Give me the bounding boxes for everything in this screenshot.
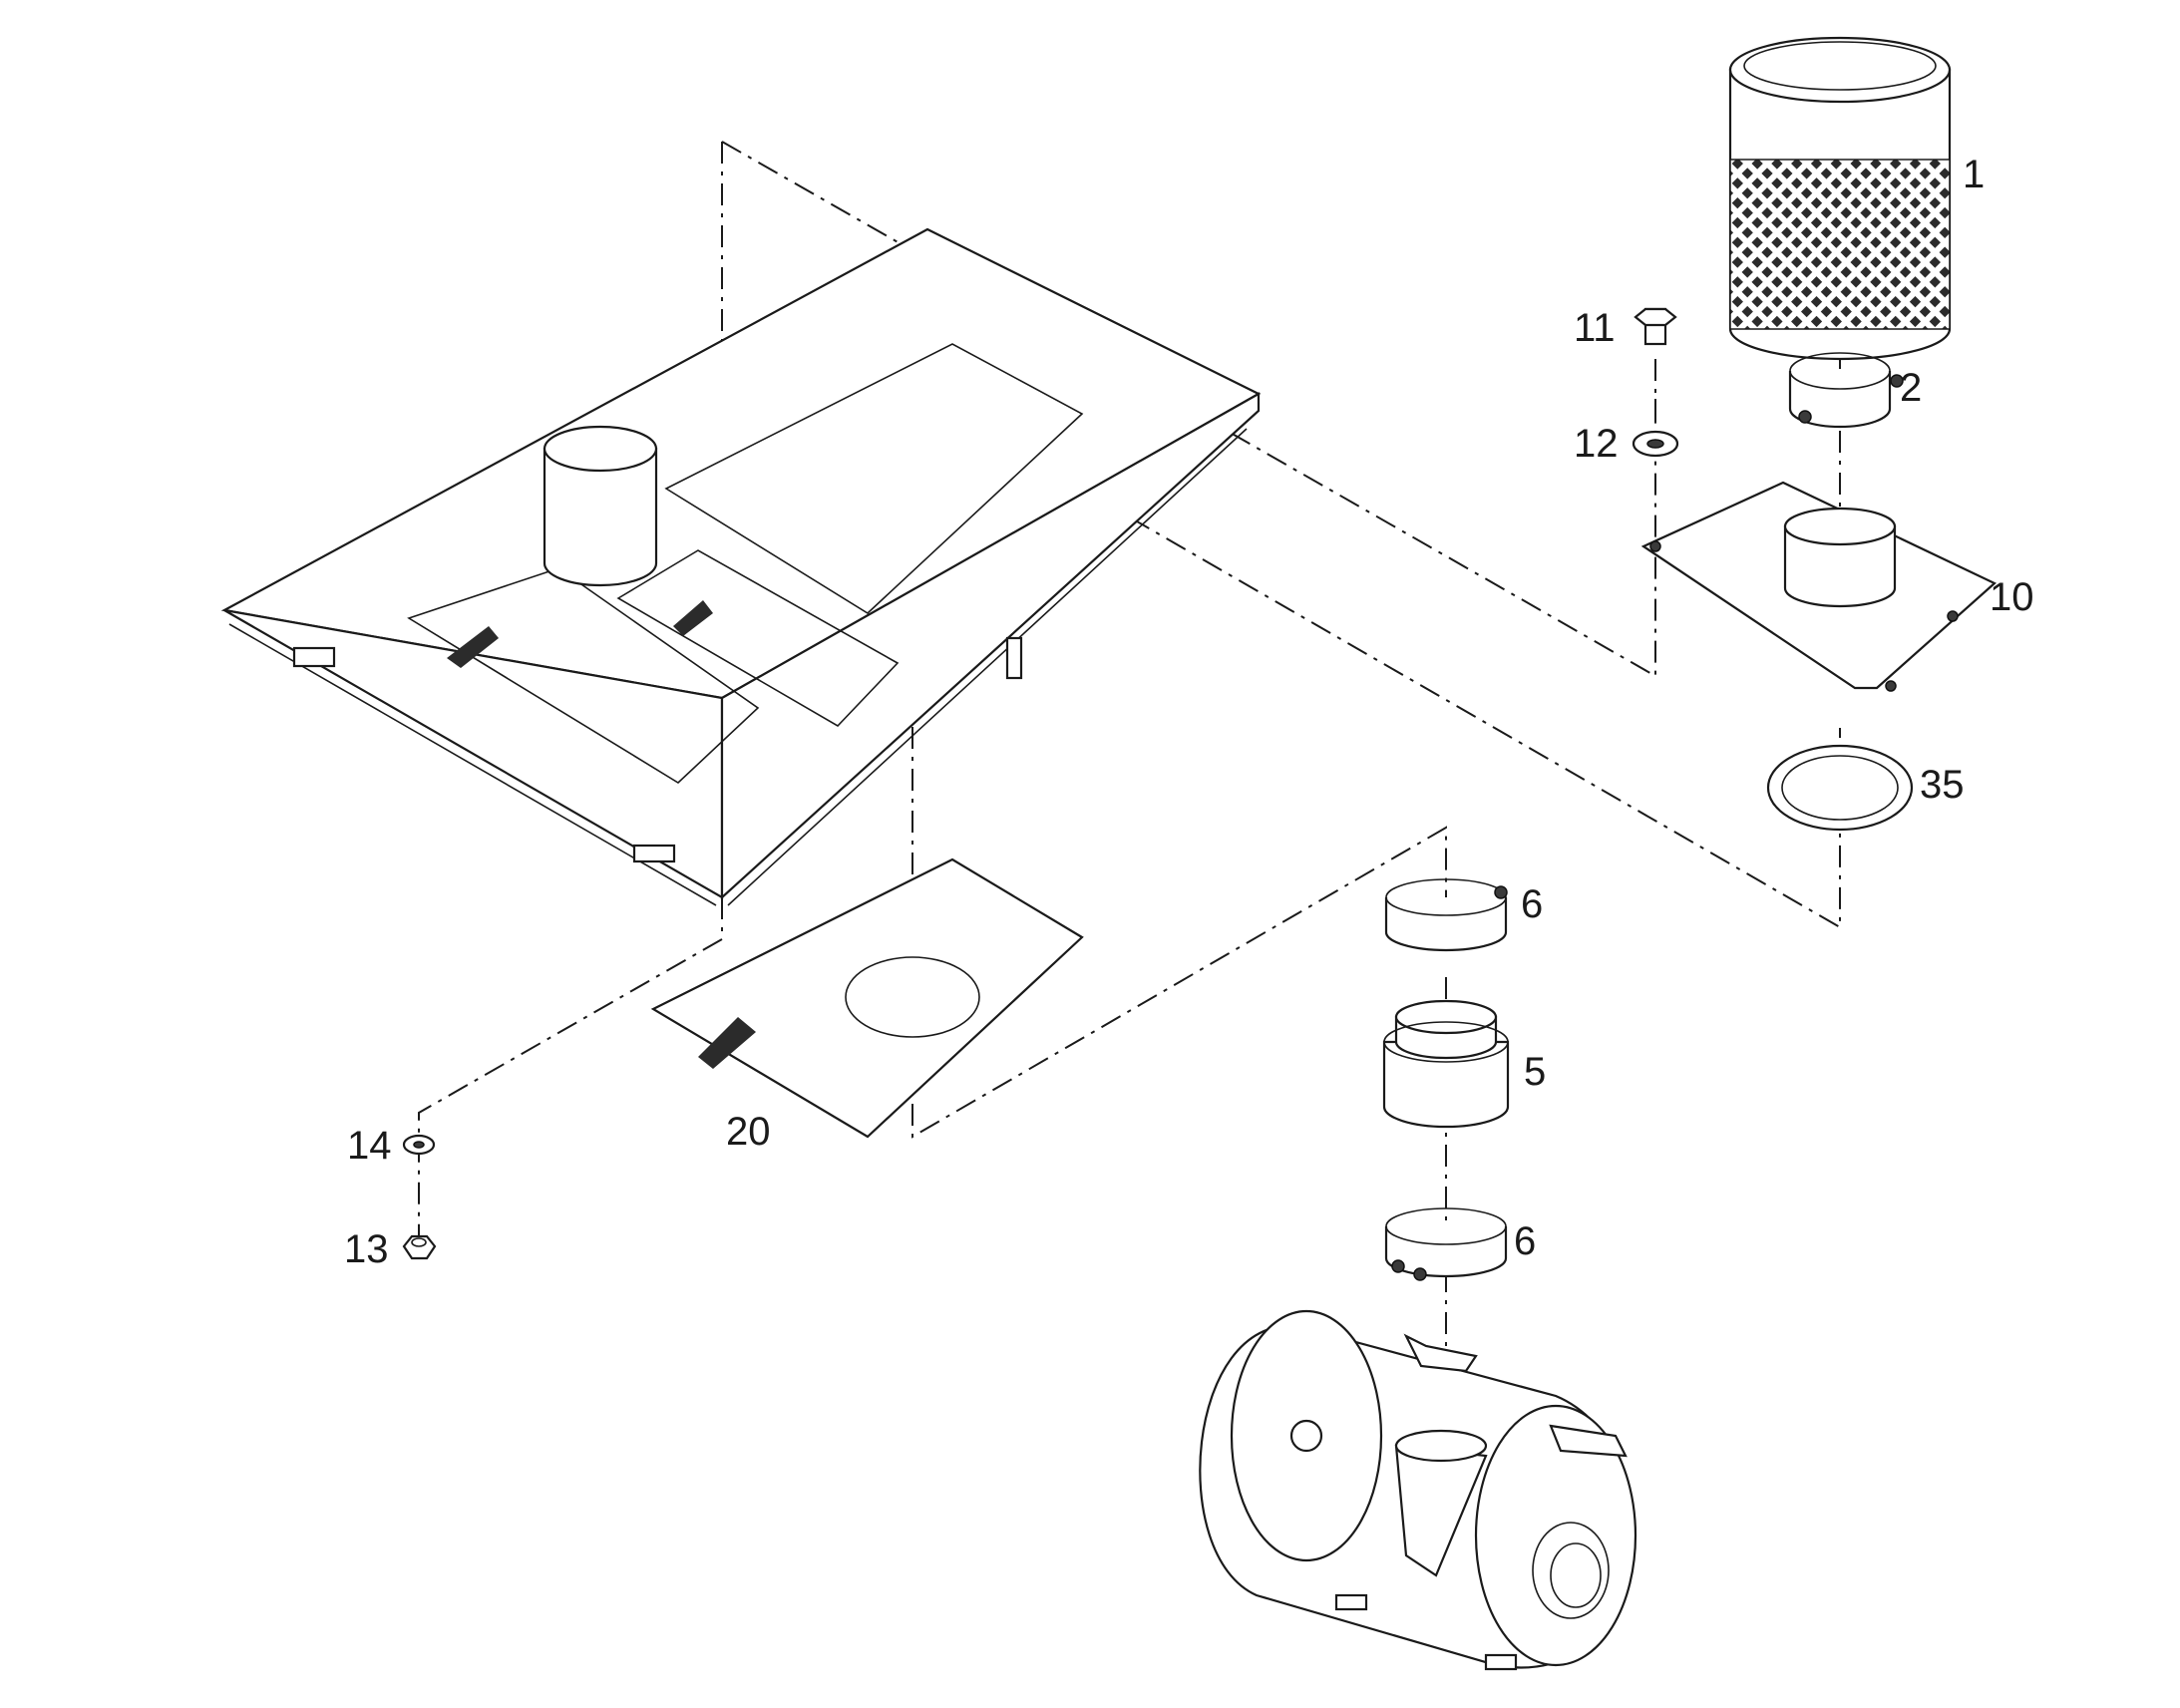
hose-clamp-lower: [1384, 1207, 1508, 1281]
mounting-panel: [220, 227, 1262, 906]
callout-11: 11: [1574, 306, 1616, 350]
adapter-plate: [1640, 481, 1997, 692]
bolt: [1634, 307, 1677, 346]
hose-clamp-top: [1788, 352, 1904, 429]
callout-6-lower: 6: [1514, 1219, 1536, 1263]
callout-20: 20: [726, 1110, 771, 1154]
gasket-plate: [650, 857, 1084, 1139]
seal-ring: [1766, 744, 1914, 832]
callout-10: 10: [1990, 575, 2034, 619]
callout-12: 12: [1574, 422, 1619, 466]
callout-35: 35: [1920, 763, 1965, 807]
washer: [1632, 430, 1679, 458]
callout-5: 5: [1524, 1050, 1546, 1094]
callout-6-upper: 6: [1521, 882, 1543, 926]
hex-nut: [402, 1234, 437, 1260]
callout-labels: 1 2 10 35 11 12 6 5 6 20 14 13: [344, 153, 2034, 1271]
washer-small: [402, 1134, 436, 1156]
callout-2: 2: [1900, 366, 1922, 410]
precleaner-cap: [1728, 36, 1952, 361]
hose-clamp-upper: [1384, 878, 1508, 952]
air-cleaner-housing: [1199, 1309, 1637, 1671]
callout-1: 1: [1963, 153, 1985, 196]
callout-13: 13: [344, 1227, 389, 1271]
callout-14: 14: [347, 1124, 392, 1168]
rubber-sleeve: [1382, 999, 1510, 1129]
